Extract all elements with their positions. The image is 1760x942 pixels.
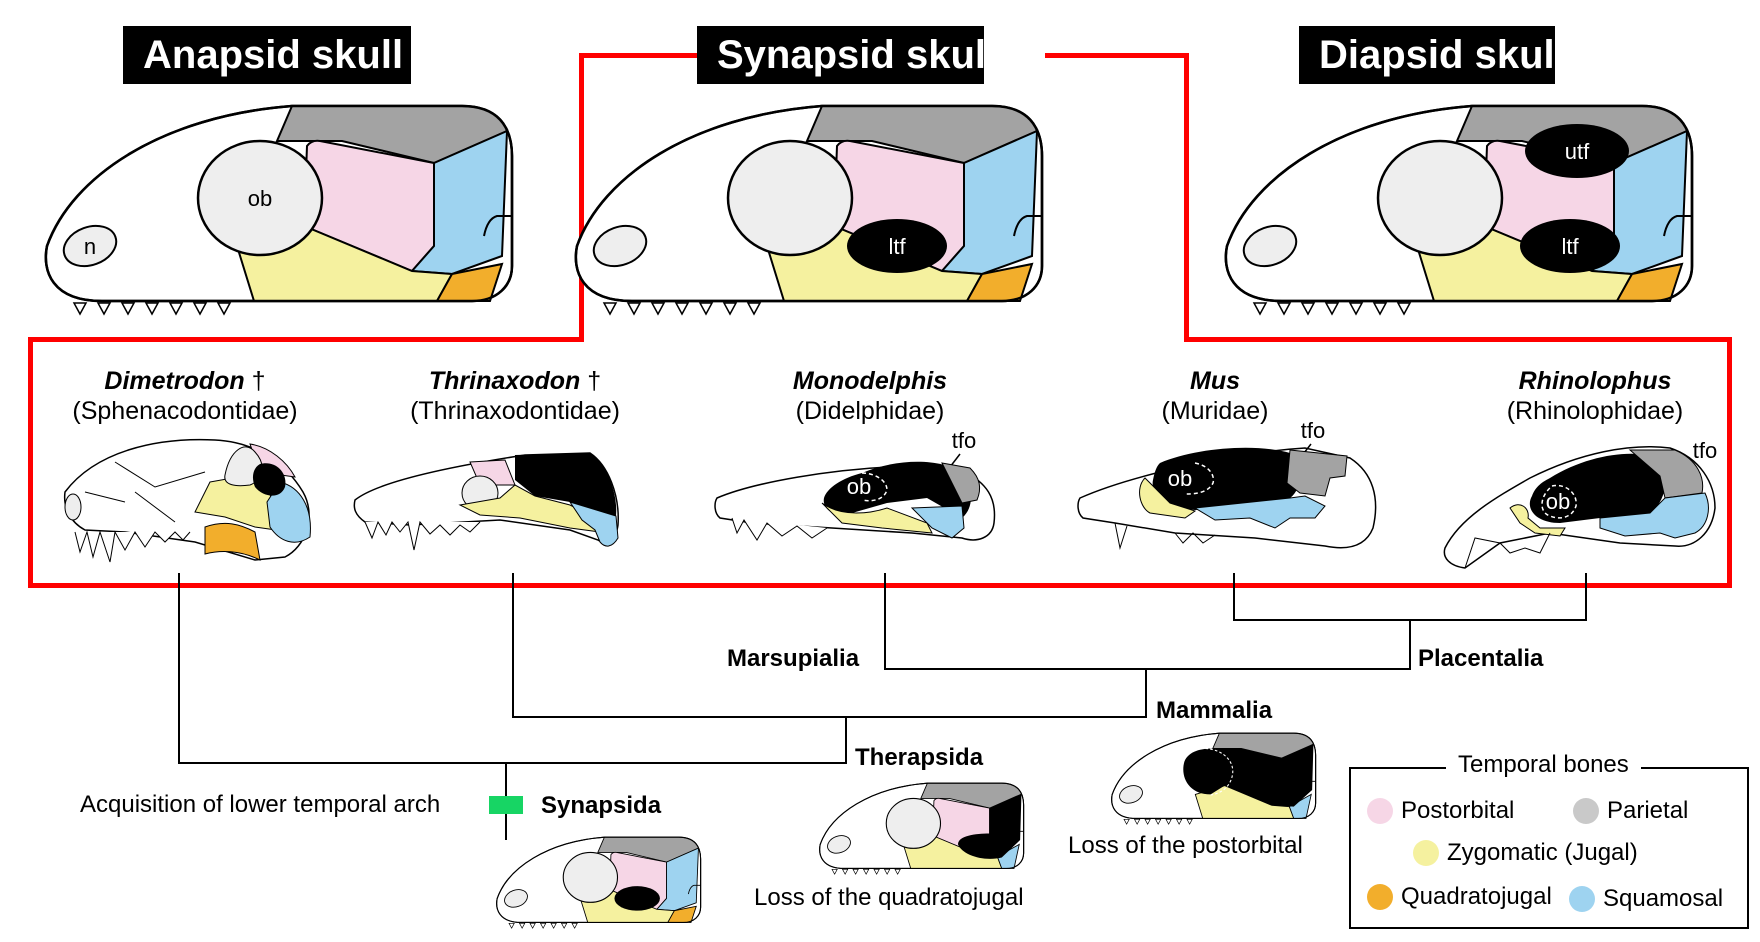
synapsida-node (178, 762, 847, 764)
legend-item-postorbital: Postorbital (1367, 797, 1514, 825)
genus-name: Mus (1190, 367, 1240, 395)
legend-item-parietal: Parietal (1573, 797, 1688, 825)
highlight-frame-left-upper (579, 53, 584, 341)
synapomorphy-marker (489, 796, 523, 814)
thrinaxodon-skull (353, 452, 619, 551)
highlight-frame-left (28, 337, 33, 588)
branch-mus (1233, 573, 1235, 620)
ob-label: ob (1168, 466, 1192, 491)
synapsida-skull-mini (496, 836, 702, 929)
lower-temporal-fenestra (847, 219, 947, 273)
highlight-frame-bottom (28, 583, 1732, 588)
utf-label: utf (1565, 139, 1590, 164)
genus-name: Rhinolophus (1518, 367, 1672, 395)
legend-label: Postorbital (1401, 797, 1515, 824)
diapsid-skull-diagram: utf ltf (1224, 104, 1694, 316)
postorbital-swatch-icon (1367, 798, 1393, 824)
legend-item-zygomatic: Zygomatic (Jugal) (1413, 839, 1638, 867)
extinct-dagger: † (580, 367, 602, 395)
genus-name: Thrinaxodon (428, 367, 581, 395)
ob-label: ob (847, 474, 871, 499)
taxon-rhinolophus: Rhinolophus (Rhinolophidae) (1485, 366, 1705, 426)
genus-name: Monodelphis (792, 367, 948, 395)
family-name: (Didelphidae) (795, 397, 945, 425)
taxon-thrinaxodon: Thrinaxodon † (Thrinaxodontidae) (385, 366, 645, 426)
lower-temporal-fenestra (1520, 219, 1620, 273)
note-acquisition-lower-temporal-arch: Acquisition of lower temporal arch (80, 791, 441, 818)
legend: Temporal bones Postorbital Parietal Zygo… (1349, 751, 1749, 929)
mus-skull: tfo ob (1077, 418, 1377, 550)
family-name: (Sphenacodontidae) (72, 397, 298, 425)
highlight-frame-top-left (579, 53, 719, 58)
legend-label: Parietal (1607, 797, 1689, 824)
branch-thrinaxodon (512, 573, 514, 716)
ob-label: ob (1546, 489, 1570, 514)
clade-therapsida: Therapsida (855, 744, 984, 771)
family-name: (Muridae) (1161, 397, 1269, 425)
therapsida-stem (845, 716, 847, 764)
note-loss-postorbital: Loss of the postorbital (1068, 832, 1303, 859)
diapsid-title: Diapsid skull (1299, 26, 1566, 84)
family-name: (Rhinolophidae) (1506, 397, 1684, 425)
tfo-label: tfo (952, 428, 976, 453)
branch-rhinolophus (1585, 573, 1587, 620)
parietal-swatch-icon (1573, 798, 1599, 824)
synapsid-title: Synapsid skull (697, 26, 997, 84)
mammalia-stem (1145, 668, 1147, 717)
synapsid-skull-diagram: ltf (574, 104, 1044, 316)
highlight-frame-top-right (1045, 53, 1189, 58)
anapsid-title: Anapsid skull (123, 26, 411, 84)
branch-monodelphis (884, 573, 886, 669)
quadratojugal-swatch-icon (1367, 884, 1393, 910)
mammalia-crown-node (884, 668, 1411, 670)
legend-label: Squamosal (1603, 885, 1724, 912)
dimetrodon-skull (63, 438, 311, 563)
taxon-monodelphis: Monodelphis (Didelphidae) (760, 366, 980, 426)
genus-name: Dimetrodon (104, 367, 245, 395)
legend-label: Quadratojugal (1401, 883, 1552, 910)
taxon-dimetrodon: Dimetrodon † (Sphenacodontidae) (55, 366, 315, 426)
zygomatic-swatch-icon (1413, 840, 1439, 866)
family-name: (Thrinaxodontidae) (410, 397, 620, 425)
clade-placentalia: Placentalia (1418, 645, 1544, 672)
clade-marsupialia: Marsupialia (727, 645, 860, 672)
therapsida-skull-mini (819, 782, 1025, 875)
ltf-label: ltf (888, 234, 906, 259)
naris-label: n (84, 234, 96, 259)
orbit-label: ob (248, 186, 272, 211)
ltf-label: ltf (1561, 234, 1579, 259)
highlight-frame-mid-left (28, 337, 584, 342)
legend-title: Temporal bones (1446, 751, 1641, 779)
highlight-frame-mid-right (1184, 337, 1732, 342)
highlight-frame-right-upper (1184, 53, 1189, 341)
legend-label: Zygomatic (Jugal) (1447, 839, 1638, 866)
rhinolophus-skull: tfo ob (1443, 438, 1717, 569)
extinct-dagger: † (244, 367, 266, 395)
tfo-label: tfo (1693, 438, 1717, 463)
taxon-mus: Mus (Muridae) (1140, 366, 1290, 426)
clade-mammalia: Mammalia (1156, 697, 1273, 724)
clade-synapsida: Synapsida (541, 792, 662, 819)
note-loss-quadratojugal: Loss of the quadratojugal (754, 884, 1024, 911)
legend-item-squamosal: Squamosal (1569, 885, 1723, 913)
thrinaxodon-node (512, 716, 1147, 718)
legend-item-quadratojugal: Quadratojugal (1367, 883, 1552, 911)
highlight-frame-right (1727, 337, 1732, 588)
branch-dimetrodon (178, 573, 180, 763)
placentalia-stem (1409, 619, 1411, 669)
squamosal-swatch-icon (1569, 886, 1595, 912)
upper-temporal-fenestra (1525, 124, 1629, 178)
mammalia-skull-mini (1111, 732, 1317, 825)
tfo-label: tfo (1301, 418, 1325, 443)
anapsid-skull-diagram: n ob (44, 104, 514, 316)
monodelphis-skull: tfo ob (714, 428, 996, 541)
